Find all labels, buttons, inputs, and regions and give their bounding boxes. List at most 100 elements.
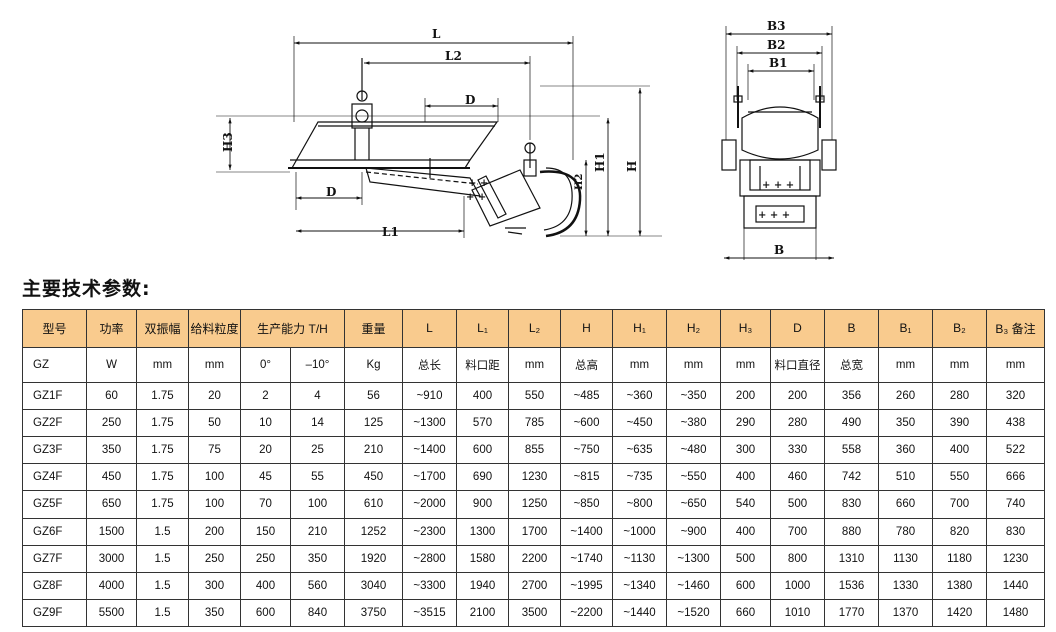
table-cell: ~2000 [402,490,458,519]
table-cell: 1330 [878,571,934,600]
table-cell: 1536 [824,571,880,600]
table-unit-cell: mm [508,346,562,383]
table-cell: 1.5 [136,544,189,573]
table-cell: 300 [720,436,772,465]
table-cell: 200 [770,381,826,411]
table-cell: 2700 [508,571,562,600]
table-cell: 558 [824,436,880,465]
table-cell: 1.75 [136,409,189,438]
table-cell: ~1400 [402,436,458,465]
table-cell: 20 [240,436,291,465]
table-header-cell: D [770,309,826,348]
table-cell: 1.75 [136,381,189,411]
table-unit-cell: W [86,346,137,383]
table-cell: ~3515 [402,598,458,628]
table-cell: 350 [878,409,934,438]
table-cell: ~2800 [402,544,458,573]
table-cell: 1.5 [136,517,189,546]
table-unit-cell: mm [666,346,722,383]
table-cell: 1700 [508,517,562,546]
table-unit-cell: 总宽 [824,346,880,383]
table-cell: 1440 [986,571,1046,600]
table-cell: 60 [86,381,137,411]
table-cell: 1000 [770,571,826,600]
model-cell: GZ1F [22,381,87,411]
table-unit-cell: 总高 [560,346,614,383]
table-cell: 280 [770,409,826,438]
table-unit-cell: mm [188,346,241,383]
table-cell: 100 [289,490,346,519]
table-header-cell: B₂ [932,309,988,348]
table-cell: 1.75 [136,490,189,519]
table-cell: ~1300 [666,544,722,573]
table-cell: 800 [770,544,826,573]
table-cell: 55 [289,463,346,492]
table-cell: 56 [344,381,404,411]
dim-label-L2: L2 [445,49,462,63]
table-unit-cell: 料口距 [456,346,510,383]
table-cell: 360 [878,436,934,465]
dim-label-B3: B3 [767,19,786,33]
svg-text:+ +: + + [468,178,488,189]
svg-text:+ + +: + + + [762,180,794,191]
table-header-cell: H [560,309,614,348]
table-cell: 690 [456,463,510,492]
dim-label-L: L [432,27,441,41]
table-cell: 356 [824,381,880,411]
table-cell: 1130 [878,544,934,573]
table-cell: 100 [188,463,241,492]
table-cell: 75 [188,436,241,465]
table-cell: 3000 [86,544,137,573]
table-unit-cell: mm [878,346,934,383]
table-cell: ~450 [612,409,668,438]
table-cell: ~650 [666,490,722,519]
svg-text:+ +: + + [466,192,486,203]
table-cell: 350 [188,598,241,628]
table-cell: 660 [720,598,772,628]
dim-label-L1: L1 [382,225,399,239]
model-cell: GZ8F [22,571,87,600]
table-cell: 855 [508,436,562,465]
model-cell: GZ2F [22,409,87,438]
table-cell: ~635 [612,436,668,465]
dim-label-H2: H2 [574,174,585,190]
table-header-cell: B₃ 备注 [986,309,1046,348]
table-unit-cell: 总长 [402,346,458,383]
table-cell: 25 [289,436,346,465]
table-cell: ~350 [666,381,722,411]
table-cell: 550 [508,381,562,411]
table-cell: 1300 [456,517,510,546]
table-cell: 3750 [344,598,404,628]
table-cell: 20 [188,381,241,411]
table-unit-cell: Kg [344,346,404,383]
dim-label-B: B [774,243,784,257]
table-cell: ~815 [560,463,614,492]
table-cell: 1480 [986,598,1046,628]
table-cell: ~750 [560,436,614,465]
table-cell: 330 [770,436,826,465]
dim-label-H: H [625,161,639,172]
table-cell: 1.5 [136,598,189,628]
model-cell: GZ7F [22,544,87,573]
table-cell: 438 [986,409,1046,438]
dim-label-B2: B2 [767,38,786,52]
end-view-drawing: + + + + + + [721,26,837,260]
side-view-dimension-labels: L L2 D H3 H H1 H2 D L1 [221,27,639,239]
table-cell: ~1520 [666,598,722,628]
table-cell: 5500 [86,598,137,628]
table-cell: 700 [770,517,826,546]
model-cell: GZ9F [22,598,87,628]
dim-label-B1: B1 [769,56,788,70]
table-cell: 4000 [86,571,137,600]
table-unit-cell: mm [932,346,988,383]
table-cell: 500 [720,544,772,573]
table-cell: 400 [456,381,510,411]
table-cell: 250 [240,544,291,573]
table-cell: ~800 [612,490,668,519]
table-cell: 560 [289,571,346,600]
dim-label-D-bottom: D [326,185,336,199]
table-cell: 820 [932,517,988,546]
table-cell: 1580 [456,544,510,573]
